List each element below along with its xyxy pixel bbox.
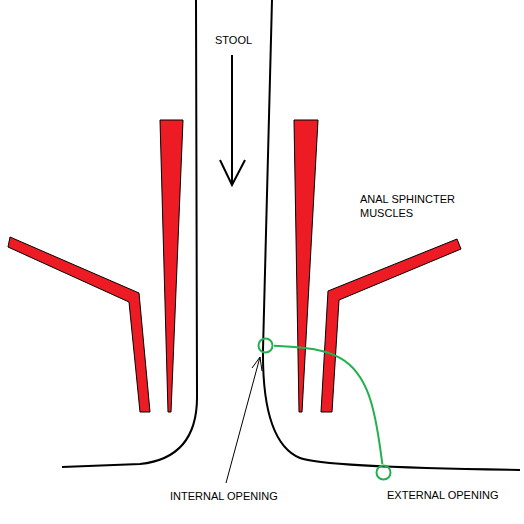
part-label: ANAL SPHINCTER MUSCLES (360, 192, 465, 220)
opening-label: EXTERNAL OPENING (387, 488, 498, 502)
opening-label: INTERNAL OPENING (170, 489, 278, 503)
opening-ring (377, 466, 391, 480)
canal-wall (62, 0, 197, 467)
stool-arrow (220, 55, 245, 185)
internal-sphincter (294, 120, 318, 412)
opening-ring (259, 339, 273, 353)
fistula-tract (274, 346, 382, 464)
opening-circle: INTERNAL OPENING (257, 337, 274, 354)
external-sphincter (321, 239, 461, 412)
external-sphincter (8, 237, 150, 412)
canal-wall (263, 0, 520, 470)
opening-circle: EXTERNAL OPENING (375, 464, 392, 481)
leader-arrow (226, 357, 262, 483)
opening-outline (257, 337, 274, 354)
internal-sphincter (160, 120, 183, 412)
opening-outline (375, 464, 392, 481)
part-label: STOOL (215, 33, 275, 47)
